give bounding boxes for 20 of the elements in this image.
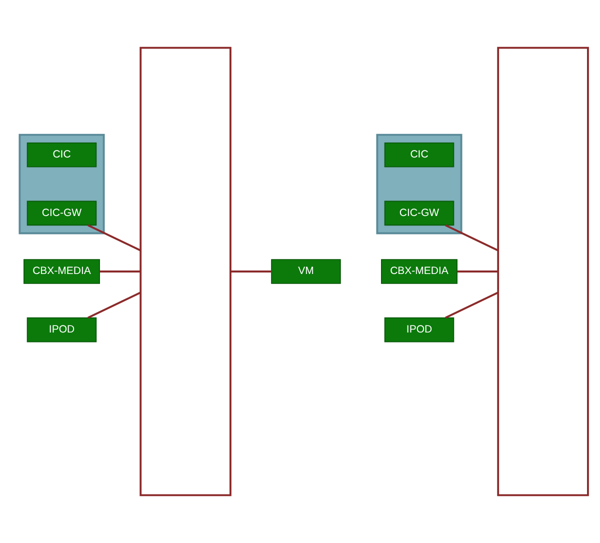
connector (88, 224, 141, 252)
connector (445, 292, 498, 319)
connector (457, 270, 498, 272)
node-box: VM (271, 259, 341, 284)
node-box: IPOD (384, 317, 454, 342)
node-box: CIC (26, 142, 97, 168)
node-box: CIC-GW (384, 200, 454, 226)
connector (88, 292, 141, 319)
node-box (140, 46, 232, 496)
node-box: IPOD (26, 317, 97, 342)
cluster (18, 134, 105, 234)
node-box: CBX-MEDIA (381, 259, 458, 284)
node-box: CBX-MEDIA (24, 259, 100, 284)
connector (445, 224, 498, 252)
cluster (376, 134, 462, 234)
node-box: CIC (384, 142, 454, 168)
node-box: CIC-GW (26, 200, 97, 226)
connector (100, 270, 140, 272)
connector (230, 270, 272, 272)
node-box (497, 46, 589, 496)
